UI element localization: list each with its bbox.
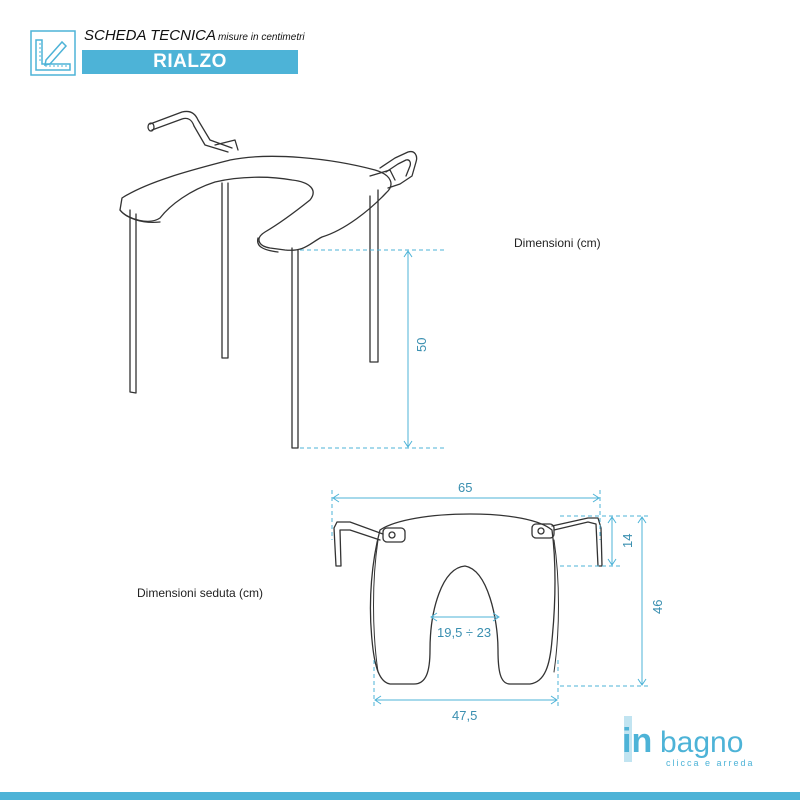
product-name-bar: RIALZO xyxy=(82,50,298,74)
leg-front-left xyxy=(129,209,137,394)
dimensions-label: Dimensioni (cm) xyxy=(514,236,601,250)
front-handle xyxy=(379,150,418,189)
opening-width-dimension: 19,5 ÷ 23 xyxy=(437,625,492,640)
handle-height-dimension: 14 xyxy=(620,533,635,548)
seat-dimensions-label: Dimensioni seduta (cm) xyxy=(137,586,264,600)
seat-outline xyxy=(119,155,392,251)
left-bracket xyxy=(382,527,406,543)
logo-bagno: bagno xyxy=(660,726,743,759)
leg-back-right xyxy=(369,189,379,363)
technical-sheet-icon xyxy=(30,30,76,76)
footer-bar xyxy=(0,792,800,800)
left-handle-top xyxy=(333,521,384,567)
total-width-dimension: 65 xyxy=(458,480,473,495)
product-name: RIALZO xyxy=(153,51,227,72)
logo-tagline: clicca e arreda xyxy=(666,758,755,768)
seat-width-dimension: 47,5 xyxy=(452,708,478,723)
inbagno-logo: in bagno clicca e arreda xyxy=(620,712,770,772)
back-handle xyxy=(149,110,233,149)
seat-outline-top xyxy=(369,513,556,685)
total-depth-dimension: 46 xyxy=(650,599,665,614)
right-bracket xyxy=(531,523,555,539)
logo-in: in xyxy=(622,722,652,760)
right-handle-top xyxy=(551,517,603,567)
leg-back-left xyxy=(221,182,229,359)
leg-front-right xyxy=(291,247,299,449)
sheet-subtitle: misure in centimetri xyxy=(217,32,305,43)
